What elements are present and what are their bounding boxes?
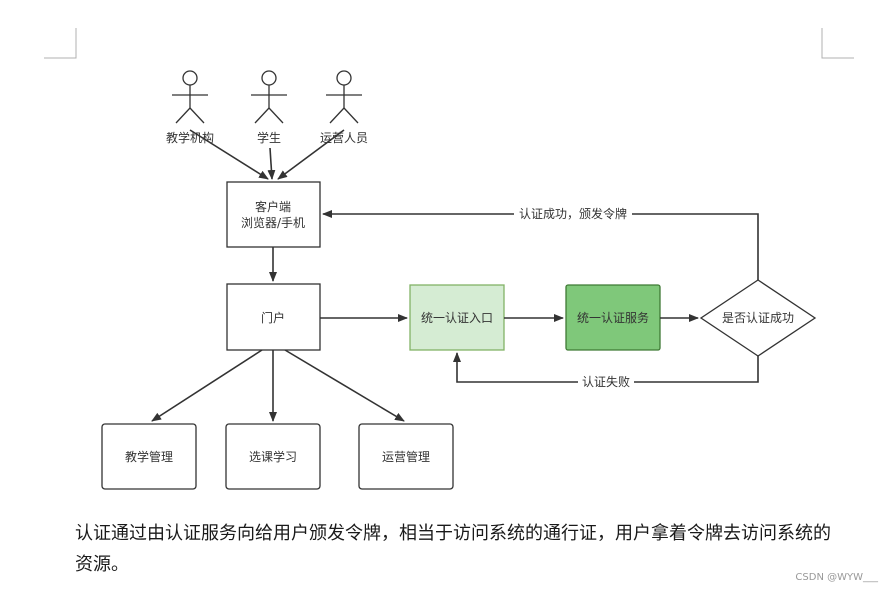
actor-label-teaching-org: 教学机构 [166,130,214,145]
watermark: CSDN @WYW___ [795,572,878,583]
node-auth-service: 统一认证服务 [565,284,661,351]
node-operations-mgmt-label: 运营管理 [382,449,430,464]
node-auth-entry: 统一认证入口 [409,284,505,351]
node-decision-label: 是否认证成功 [722,311,794,325]
caption-paragraph: 认证通过由认证服务向给用户颁发令牌，相当于访问系统的通行证，用户拿着令牌去访问系… [75,523,831,575]
node-operations-mgmt: 运营管理 [358,423,454,490]
actor-label-operations-staff: 运营人员 [320,131,368,145]
edge-portal-to-operations-mgmt [284,349,405,422]
node-course-learning-label: 选课学习 [249,449,297,464]
node-client-line-1: 客户端 [255,199,291,214]
edge-operations-staff-to-client [277,129,345,180]
edge-label-failure: 认证失败 [582,374,630,389]
actor-label-student: 学生 [257,130,281,145]
node-auth-entry-label: 统一认证入口 [421,311,493,325]
edge-label-success: 认证成功，颁发令牌 [519,206,627,221]
node-decision: 是否认证成功 [699,279,817,357]
node-teaching-mgmt: 教学管理 [101,423,197,490]
actor-operations-staff [326,70,362,124]
edge-success-to-client [322,210,759,280]
page-corner-marks [44,28,854,59]
node-auth-service-label: 统一认证服务 [577,310,649,325]
edge-portal-to-teaching-mgmt [151,349,263,422]
actor-student [251,70,287,124]
node-portal: 门户 [226,283,321,351]
node-client: 客户端 浏览器/手机 [226,181,321,248]
node-teaching-mgmt-label: 教学管理 [125,449,173,464]
actor-teaching-org [172,70,208,124]
node-client-line-2: 浏览器/手机 [241,215,305,230]
node-course-learning: 选课学习 [225,423,321,490]
edge-teaching-org-to-client [189,129,269,180]
edge-student-to-client [267,147,276,180]
node-portal-label: 门户 [261,310,285,325]
